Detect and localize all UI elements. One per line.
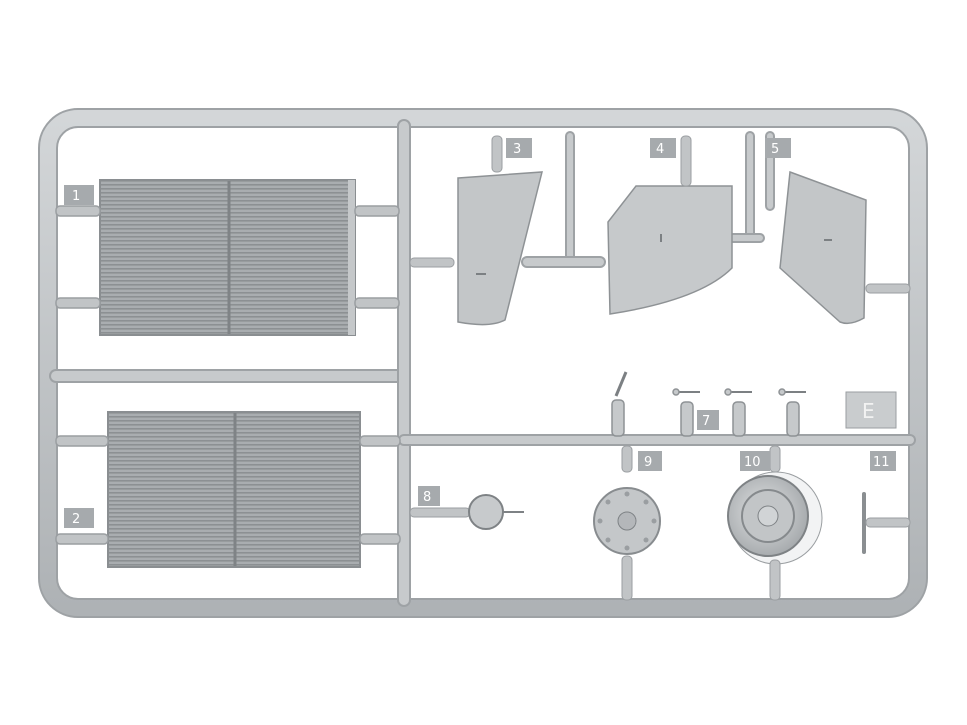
part-8-round-cap bbox=[409, 494, 524, 530]
part-number-tab-10: 10 bbox=[740, 451, 770, 471]
sprue-letter-tab: E bbox=[845, 391, 897, 429]
grille-panel-1 bbox=[99, 179, 356, 336]
part-number-10: 10 bbox=[744, 455, 761, 470]
part-number-2: 2 bbox=[72, 512, 80, 527]
part-number-8: 8 bbox=[423, 490, 431, 505]
part-number-tabs: 1 2 3 4 5 7 8 9 bbox=[64, 138, 896, 528]
part-3-flat-panel bbox=[409, 135, 543, 326]
part-number-3: 3 bbox=[513, 142, 521, 157]
part-number-tab-7: 7 bbox=[697, 410, 719, 430]
sprue-frame bbox=[38, 108, 928, 618]
part-number-9: 9 bbox=[644, 455, 652, 470]
part-number-tab-4: 4 bbox=[650, 138, 676, 158]
part-number-tab-1: 1 bbox=[64, 185, 94, 205]
part-number-tab-5: 5 bbox=[765, 138, 791, 158]
part-10-wheel-hub bbox=[727, 445, 823, 601]
part-number-5: 5 bbox=[771, 142, 779, 157]
part-number-tab-2: 2 bbox=[64, 508, 94, 528]
part-4-flat-panel bbox=[607, 135, 733, 315]
part-5-flat-panel bbox=[779, 170, 911, 325]
part-number-1: 1 bbox=[72, 189, 80, 204]
part-9-hatch-disc bbox=[593, 445, 661, 601]
part-number-tab-3: 3 bbox=[506, 138, 532, 158]
part-number-tab-9: 9 bbox=[638, 451, 662, 471]
grille-panel-2 bbox=[107, 411, 361, 568]
part-number-7: 7 bbox=[702, 414, 710, 429]
part-number-tab-8: 8 bbox=[418, 486, 440, 506]
part-11-rod bbox=[862, 492, 911, 554]
panel-gates bbox=[55, 205, 401, 545]
part-number-11: 11 bbox=[873, 455, 890, 470]
sprue-letter: E bbox=[862, 399, 875, 423]
part-7-levers bbox=[611, 371, 806, 437]
part-number-tab-11: 11 bbox=[870, 451, 896, 471]
part-number-4: 4 bbox=[656, 142, 664, 157]
